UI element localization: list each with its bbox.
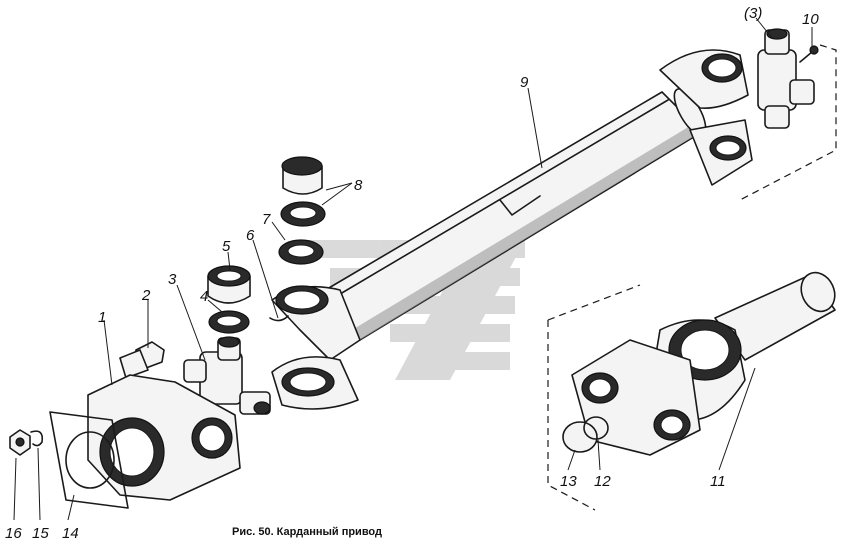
callout-13: 13: [560, 473, 577, 490]
expansion-plug: [562, 421, 598, 453]
callout-3-rear: (3): [744, 5, 762, 22]
snap-ring-6: [269, 315, 289, 322]
needle-bearing-5: [207, 265, 251, 304]
slip-yoke-assembly: [571, 271, 836, 456]
callout-14: 14: [62, 525, 79, 542]
retaining-ring: [583, 416, 609, 440]
nut: [9, 429, 31, 456]
propeller-shaft-tube: [321, 88, 707, 341]
front-sleeve-yoke: [271, 285, 361, 410]
figure-caption: Рис. 50. Карданный привод: [232, 526, 382, 538]
callout-12: 12: [594, 473, 611, 490]
callout-8: 8: [354, 177, 363, 194]
rear-tube-yoke: [659, 49, 753, 186]
callout-9: 9: [520, 74, 529, 91]
callout-11: 11: [710, 473, 726, 490]
callout-16: 16: [5, 525, 22, 542]
callout-15: 15: [32, 525, 49, 542]
callout-6: 6: [246, 227, 255, 244]
leader-lines: [13, 17, 813, 521]
bolt: [119, 341, 165, 379]
bearing-cap: [281, 156, 323, 195]
assembly-guide-lines: [547, 44, 837, 511]
seal-ring-7: [278, 239, 324, 265]
rear-spider: [757, 28, 819, 129]
callout-1: 1: [98, 309, 106, 326]
spring-washer: [30, 430, 44, 447]
flange-yoke: [87, 374, 241, 501]
callout-5: 5: [222, 238, 231, 255]
callout-2: 2: [141, 287, 151, 304]
callout-10: 10: [802, 11, 819, 28]
callout-7: 7: [262, 211, 271, 228]
callout-4: 4: [200, 288, 208, 305]
gasket: [49, 411, 129, 509]
callout-3: 3: [168, 271, 177, 288]
seal-ring-8: [280, 201, 326, 227]
seal-ring-4: [208, 310, 250, 334]
front-spider: [183, 336, 271, 415]
